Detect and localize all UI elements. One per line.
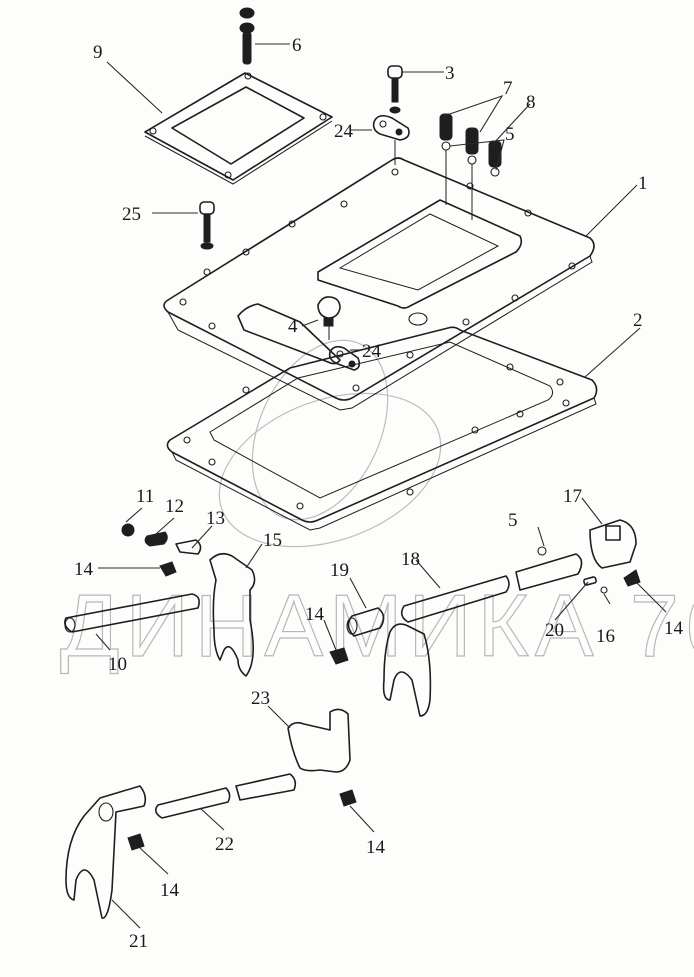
label-25: 25 (122, 204, 141, 225)
part-4-plug (317, 296, 341, 340)
part-18-fork (382, 623, 432, 717)
label-14-c: 14 (664, 618, 684, 639)
leader-lines (95, 43, 667, 929)
part-13-pin (175, 539, 202, 555)
part-15-fork (209, 552, 256, 677)
label-17: 17 (563, 486, 582, 507)
watermark-ring-inner (251, 339, 389, 521)
part-9-cover-plate (144, 72, 333, 185)
part-16-ball (600, 586, 608, 594)
label-7: 7 (503, 78, 513, 99)
label-18: 18 (401, 549, 420, 570)
callout-labels: 9 6 3 24 7 8 5 1 25 4 24 2 11 12 13 14 1… (74, 35, 684, 952)
label-2: 2 (633, 310, 643, 331)
label-13: 13 (206, 508, 225, 529)
label-1: 1 (638, 173, 648, 194)
label-11: 11 (136, 486, 154, 507)
part-14-clip-e (339, 789, 357, 807)
part-14-clip-b (329, 647, 349, 665)
part-1-housing (163, 157, 595, 411)
watermark: ДИНАМИКА 76 (59, 339, 694, 676)
label-19: 19 (330, 560, 349, 581)
part-17-block (589, 519, 637, 569)
label-20: 20 (545, 620, 564, 641)
part-14-clip-d (127, 833, 145, 851)
label-24-mid: 24 (362, 341, 382, 362)
part-20-pin (583, 576, 597, 586)
watermark-ring (218, 392, 442, 548)
part-18-rail (400, 553, 583, 623)
part-12-spring (144, 531, 168, 547)
label-24-top: 24 (334, 121, 354, 142)
part-3-bolt (387, 65, 403, 114)
label-21: 21 (129, 931, 148, 952)
part-11-ball (121, 523, 135, 537)
label-5-top: 5 (505, 124, 515, 145)
label-10: 10 (108, 654, 127, 675)
label-6: 6 (292, 35, 302, 56)
watermark-text: ДИНАМИКА 76 (60, 576, 694, 675)
part-14-clip-a (159, 561, 177, 577)
label-23: 23 (251, 688, 270, 709)
label-15: 15 (263, 530, 282, 551)
label-14-b: 14 (305, 604, 325, 625)
label-14-d: 14 (160, 880, 180, 901)
part-23-block (287, 708, 351, 773)
label-5-mid: 5 (508, 510, 518, 531)
label-4: 4 (288, 316, 298, 337)
label-14-e: 14 (366, 837, 386, 858)
label-3: 3 (445, 63, 455, 84)
part-10-rail (64, 593, 200, 633)
label-22: 22 (215, 834, 234, 855)
part-25-bolt (199, 201, 215, 250)
label-9: 9 (93, 42, 103, 63)
label-16: 16 (596, 626, 615, 647)
part-24-plate-top (372, 114, 410, 165)
part-22-rail (154, 773, 297, 819)
label-12: 12 (165, 496, 184, 517)
springs-7-8 (439, 113, 502, 220)
part-21-fork (65, 785, 147, 919)
label-8: 8 (526, 92, 536, 113)
part-5-ball-low (537, 546, 547, 556)
part-19-sleeve (346, 607, 385, 637)
part-6-bolt (239, 7, 255, 65)
part-2-gasket (166, 326, 598, 531)
label-14-a: 14 (74, 559, 94, 580)
